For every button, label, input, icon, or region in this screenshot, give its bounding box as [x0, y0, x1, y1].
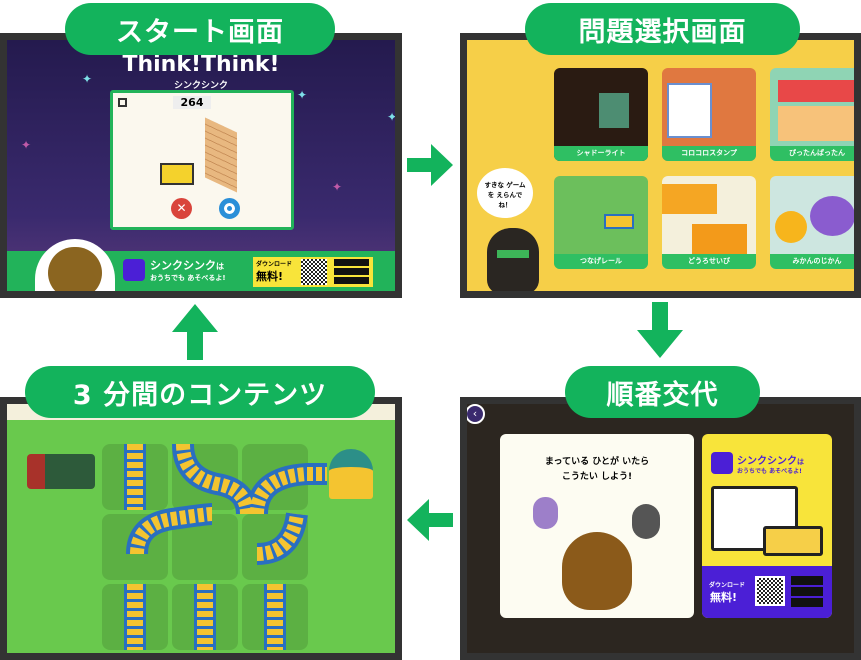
logo-sub: シンクシンク — [173, 81, 228, 91]
logo: Think!Think! — [122, 52, 280, 77]
app-ad[interactable]: シンクシンクは おうちでも あそべるよ! ダウンロード 無料! — [702, 434, 832, 618]
select-screen: すきな ゲームを えらんでね！ シャドーライト コロコロスタンプ ぴったんぱった… — [460, 33, 861, 298]
message-line1: まっている ひとが いたら — [544, 457, 650, 467]
purple-bird — [533, 497, 558, 529]
qr-code — [301, 259, 327, 285]
store-badges[interactable] — [791, 576, 823, 608]
train-engine — [27, 454, 95, 489]
score: 264 — [173, 96, 211, 109]
arrow-up-icon — [172, 304, 218, 360]
mole-character — [487, 228, 539, 291]
download-banner[interactable]: シンクシンクは おうちでも あそべるよ! ダウンロード 無料! — [7, 239, 395, 291]
pause-icon[interactable] — [118, 98, 127, 107]
yellow-blocks — [160, 163, 194, 185]
game-card[interactable]: つなげレール — [554, 176, 648, 269]
download-box[interactable]: ダウンロード 無料! — [253, 257, 373, 287]
store-badges[interactable] — [334, 259, 369, 285]
free-text: 無料! — [256, 270, 284, 283]
rail-straight — [194, 584, 216, 650]
ad-title: シンクシンクは — [737, 456, 804, 467]
rail-straight — [264, 584, 286, 650]
rail-straight — [124, 444, 146, 510]
arrow-down-icon — [637, 302, 683, 358]
game-card[interactable]: シャドーライト — [554, 68, 648, 161]
speech-bubble: すきな ゲームを えらんでね！ — [477, 168, 533, 218]
message-line2: こうたい しよう! — [561, 472, 633, 482]
game-card[interactable]: どうろせいび — [662, 176, 756, 269]
yes-button[interactable] — [219, 198, 240, 219]
rail-straight — [124, 584, 146, 650]
back-button[interactable]: ‹ — [467, 404, 485, 424]
turn-change-screen: ‹ まっている ひとが いたら こうたい しよう! シンクシンクは おうちでも … — [460, 397, 861, 660]
download-text: ダウンロード — [256, 261, 293, 268]
qr-code — [755, 576, 785, 606]
bear-character — [35, 239, 115, 291]
app-icon — [711, 452, 733, 474]
ad-sub: おうちでも あそべるよ! — [737, 468, 802, 475]
tablet-image-small — [763, 526, 823, 556]
banner-sub: おうちでも あそべるよ! — [150, 274, 226, 282]
game-card[interactable]: ぴったんぱったん — [770, 68, 854, 161]
banner-title: シンクシンクは — [150, 259, 224, 272]
label-select-screen: 問題選択画面 — [525, 3, 800, 55]
station — [329, 449, 373, 499]
game-card[interactable]: みかんのじかん — [770, 176, 854, 269]
game-card[interactable]: コロコロスタンプ — [662, 68, 756, 161]
message-card: まっている ひとが いたら こうたい しよう! — [500, 434, 694, 618]
gray-bird — [632, 504, 660, 539]
download-text: ダウンロード — [709, 582, 746, 589]
content-screen — [0, 397, 402, 660]
label-start-screen: スタート画面 — [65, 3, 335, 55]
download-area[interactable]: ダウンロード 無料! — [702, 566, 832, 618]
label-content-screen: 3 分間のコンテンツ — [25, 366, 375, 418]
free-text: 無料! — [710, 591, 738, 604]
game-preview: 264 ✕ — [110, 90, 294, 230]
arrow-left-icon — [407, 499, 453, 541]
arrow-right-icon — [407, 144, 453, 186]
no-button[interactable]: ✕ — [171, 198, 192, 219]
bear — [562, 532, 632, 610]
label-turn-screen: 順番交代 — [565, 366, 760, 418]
app-icon — [123, 259, 145, 281]
block-wall — [205, 117, 237, 193]
rail-curves — [126, 443, 327, 565]
start-screen: ✦✦✦✦✦ Think!Think! シンクシンク 264 ✕ シンクシンクは … — [0, 33, 402, 298]
